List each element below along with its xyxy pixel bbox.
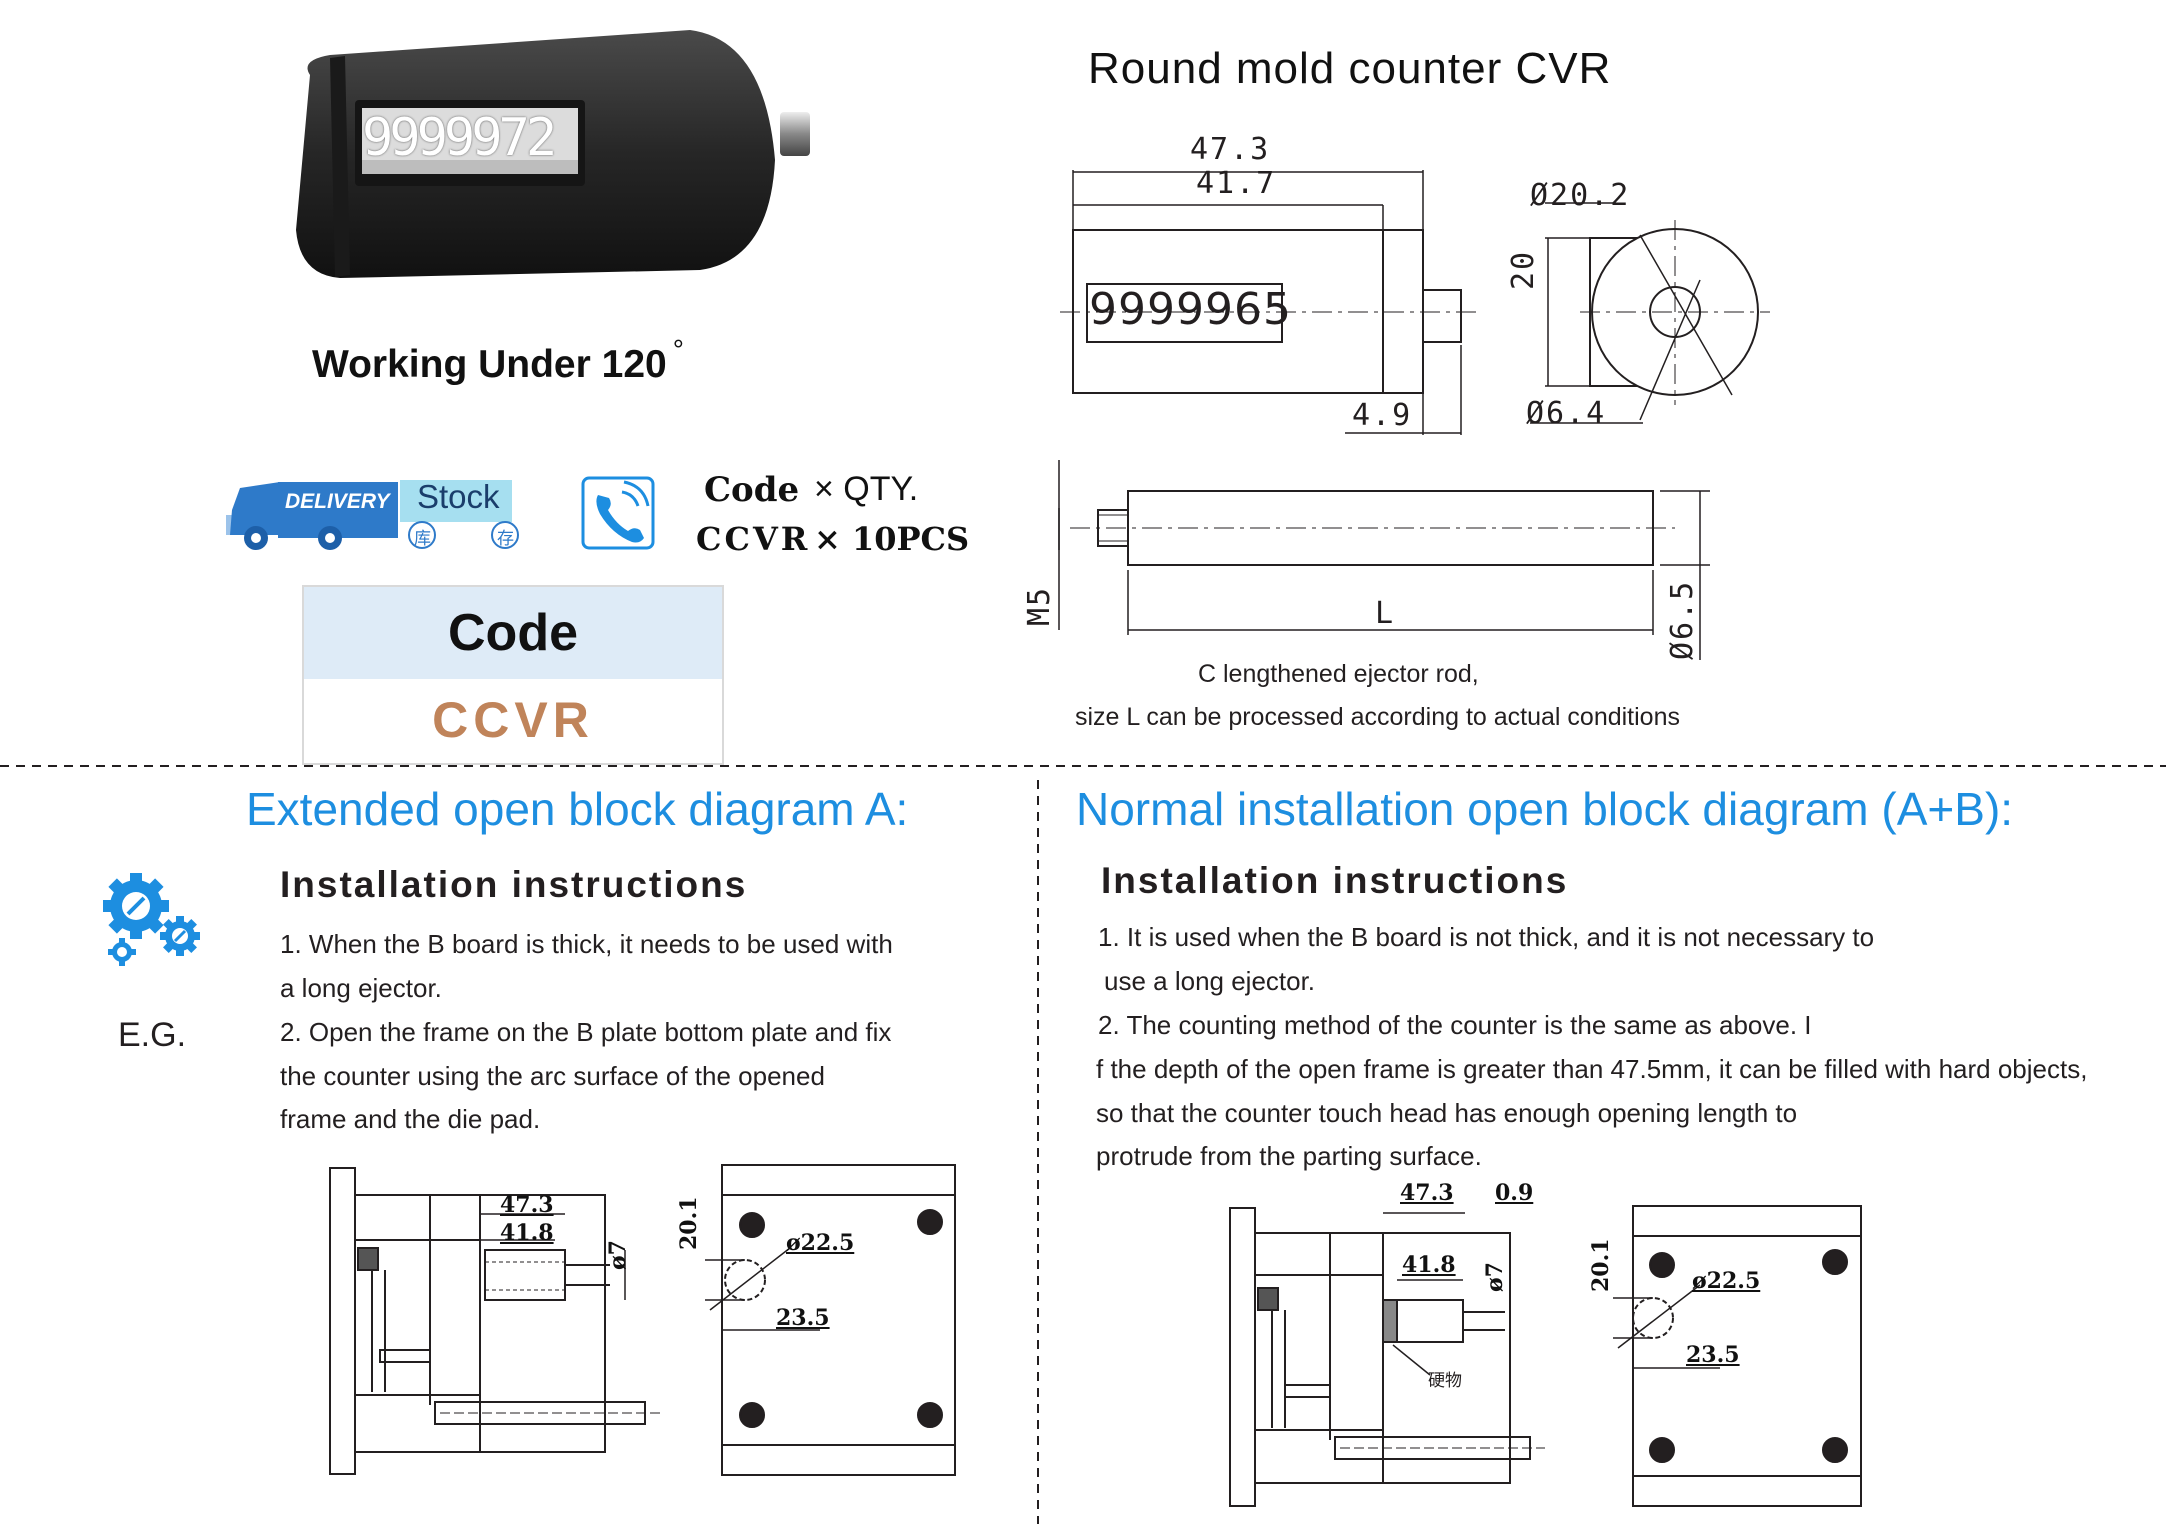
qty-value: × 10PCS [814,520,970,558]
section-b-inst-title: Installation instructions [1101,860,1569,901]
a-dim-1: 47.3 [500,1192,554,1218]
working-text: Working Under 120 [312,343,667,386]
dim-hole: Ø6.4 [1526,396,1607,431]
code-table: Code CCVR [302,585,724,765]
section-b-line-5: so that the counter touch head has enoug… [1096,1098,1798,1128]
code-table-header: Code [304,587,722,679]
working-note: Working Under 120° [312,334,684,387]
section-a-line-5: frame and the die pad. [280,1104,541,1134]
stock-cn-2: 存 [497,529,514,549]
section-a-title: Extended open block diagram A: [246,783,909,835]
code-table-value: CCVR [432,692,594,748]
section-a-inst-title: Installation instructions [280,864,748,905]
section-a-line-3: 2. Open the frame on the B plate bottom … [280,1017,892,1047]
eg-label: E.G. [118,1016,187,1054]
a-dim-2: 41.8 [500,1220,554,1246]
b-dim-3: 41.8 [1402,1252,1456,1278]
section-b-title: Normal installation open block diagram (… [1076,783,2014,835]
b-hard-object-note: 硬物 [1428,1371,1462,1391]
degree-sign: ° [672,334,684,365]
stock-cn-1: 库 [414,529,431,549]
section-b-line-6: protrude from the parting surface. [1096,1141,1482,1171]
a-dim-5: ø22.5 [786,1230,855,1256]
b-dim-4: ø7 [1482,1262,1508,1292]
page-title: Round mold counter CVR [1088,44,1612,93]
b-dim-7: 23.5 [1686,1342,1740,1368]
rod-caption-1: C lengthened ejector rod, [1198,660,1479,688]
photo-counter-digits: 9999972 [362,108,557,168]
code-value: CCVR [696,520,811,558]
dim-diameter: Ø20.2 [1530,178,1631,213]
dim-body-length: 41.7 [1196,166,1277,201]
section-a-line-1: 1. When the B board is thick, it needs t… [280,929,893,959]
section-b-line-4: f the depth of the open frame is greater… [1096,1054,2088,1084]
section-b-line-3: 2. The counting method of the counter is… [1098,1010,1812,1040]
code-label: Code [704,470,800,510]
qty-label: × QTY. [814,470,919,508]
stock-label: Stock [417,478,500,515]
section-a-line-4: the counter using the arc surface of the… [280,1061,825,1091]
section-b-line-2: use a long ejector. [1104,966,1316,996]
drawing-counter-digits: 9999965 [1089,284,1292,335]
dim-total-length: 47.3 [1190,132,1271,167]
b-dim-5: 20.1 [1588,1238,1614,1292]
a-dim-6: 23.5 [776,1305,830,1331]
dim-shaft: 4.9 [1352,398,1413,433]
b-dim-1: 47.3 [1400,1180,1454,1206]
rod-caption-2: size L can be processed according to act… [1075,703,1680,731]
section-b-line-1: 1. It is used when the B board is not th… [1098,922,1875,952]
rod-length: L [1375,596,1396,631]
section-a-line-2: a long ejector. [280,973,442,1003]
delivery-label: DELIVERY [285,490,390,513]
b-dim-2: 0.9 [1495,1180,1534,1206]
b-dim-6: ø22.5 [1692,1268,1761,1294]
